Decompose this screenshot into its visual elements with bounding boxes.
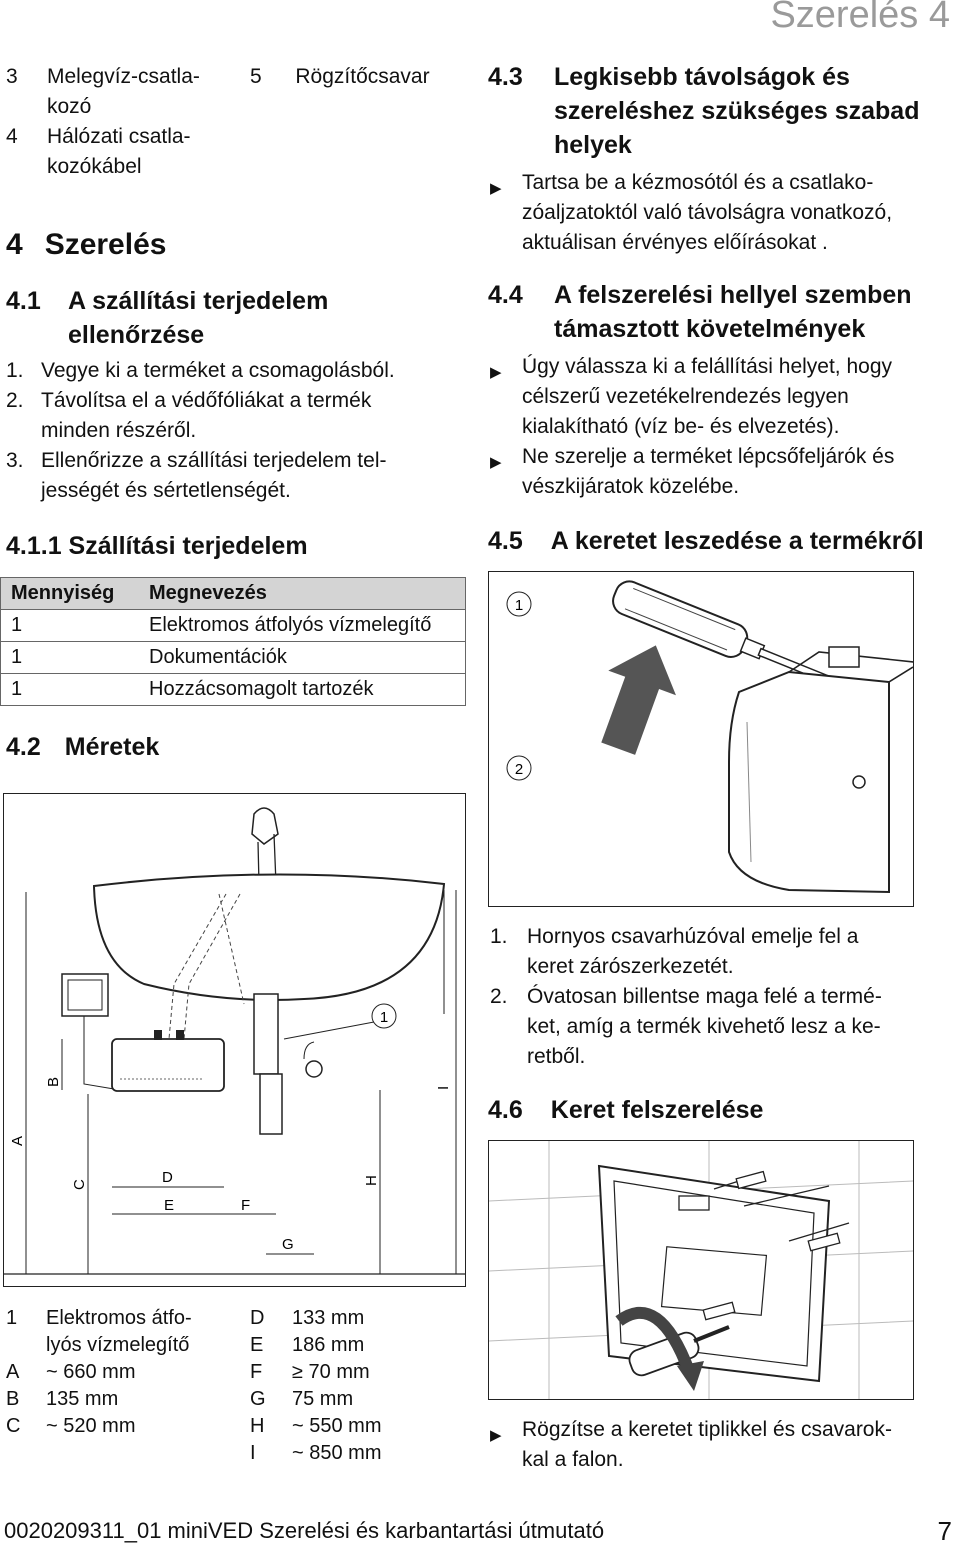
dim-label-A: A — [9, 1136, 26, 1146]
dimensions-figure: 1 A B C H I D E F G — [3, 793, 466, 1287]
page-number: 7 — [937, 1516, 952, 1546]
bullet-arrow-icon: ▶ — [490, 180, 502, 197]
bullet-arrow-icon: ▶ — [490, 364, 502, 381]
column-header: Mennyiség — [0, 577, 139, 610]
legend-item: 5 Rögzítőcsavar — [250, 62, 430, 92]
frame-removal-figure: 1 2 — [488, 571, 915, 907]
step-item: 2. Óvatosan billentse maga felé a termé-… — [490, 985, 882, 1068]
bullet-item: ▶ Tartsa be a kézmosótól és a csatlako- … — [490, 171, 893, 254]
table-row: 1 Hozzácsomagolt tartozék — [0, 673, 466, 706]
legend-number: 5 — [250, 65, 262, 88]
delivery-table: Mennyiség Megnevezés 1 Elektromos átfoly… — [0, 577, 466, 706]
bullet-item: ▶ Rögzítse a keretet tiplikkel és csavar… — [490, 1418, 892, 1471]
bullet-item: ▶ Ne szerelje a terméket lépcsőfeljárók … — [490, 445, 895, 498]
legend-text: kozó — [47, 95, 92, 118]
subsection-heading-4-1: 4.1 A szállítási terjedelem ellenőrzése — [6, 287, 329, 349]
steps-4-1: 1. Vegye ki a terméket a csomagolásból. … — [6, 356, 476, 506]
bullets-4-4: ▶ Úgy válassza ki a felállítási helyet, … — [490, 352, 960, 502]
legend-text: kozókábel — [47, 155, 142, 178]
subsection-heading-4-1-1: 4.1.1 Szállítási terjedelem — [6, 532, 308, 560]
legend-text: Hálózati csatla- — [47, 125, 191, 148]
callout-1: 1 — [515, 597, 523, 614]
legend-text: Rögzítőcsavar — [295, 65, 430, 88]
bullet-arrow-icon: ▶ — [490, 1427, 502, 1444]
legend-number: 3 — [6, 65, 18, 88]
footer-doc-title: 0020209311_01 miniVED Szerelési és karba… — [4, 1518, 605, 1543]
step-item: 1. Hornyos csavarhúzóval emelje fel a ke… — [490, 925, 859, 978]
table-row: 1 Dokumentációk — [0, 641, 466, 674]
dim-label-F: F — [241, 1197, 250, 1214]
step-item: 1. Vegye ki a terméket a csomagolásból. — [6, 359, 395, 382]
page-header-section: Szerelés 4 — [770, 0, 950, 36]
dim-label-C: C — [71, 1179, 88, 1190]
legend-number: 4 — [6, 125, 18, 148]
legend-top-left: 3 Melegvíz-csatla- kozó 4 Hálózati csatl… — [6, 62, 236, 182]
bullet-item: ▶ Úgy válassza ki a felállítási helyet, … — [490, 355, 893, 438]
bullets-4-3: ▶ Tartsa be a kézmosótól és a csatlako- … — [490, 168, 960, 258]
step-item: 3. Ellenőrizze a szállítási terjedelem t… — [6, 449, 387, 502]
legend-item: 3 Melegvíz-csatla- kozó — [6, 62, 236, 122]
steps-4-5: 1. Hornyos csavarhúzóval emelje fel a ke… — [490, 922, 950, 1072]
frame-mounting-figure — [488, 1140, 914, 1400]
legend-item: 4 Hálózati csatla- kozókábel — [6, 122, 236, 182]
callout-2: 2 — [515, 761, 523, 778]
subsection-heading-4-4: 4.4 A felszerelési hellyel szemben támas… — [488, 281, 912, 343]
dim-label-E: E — [164, 1197, 174, 1214]
dim-label-B: B — [45, 1077, 62, 1087]
dim-label-D: D — [162, 1169, 173, 1186]
dim-label-G: G — [282, 1236, 294, 1253]
table-header-row: Mennyiség Megnevezés — [0, 577, 466, 610]
bullet-arrow-icon: ▶ — [490, 454, 502, 471]
table-row: 1 Elektromos átfolyós vízmelegítő — [0, 609, 466, 642]
subsection-heading-4-3: 4.3 Legkisebb távolságok és szereléshez … — [488, 63, 920, 159]
legend-text: Melegvíz-csatla- — [47, 65, 200, 88]
screwdriver-frame-drawing: 1 2 — [506, 580, 915, 894]
callout-1: 1 — [380, 1009, 388, 1026]
column-header: Megnevezés — [139, 577, 466, 610]
bullets-4-6: ▶ Rögzítse a keretet tiplikkel és csavar… — [490, 1415, 950, 1475]
frame-wall-mounting-drawing — [488, 1141, 914, 1399]
dim-label-I: I — [435, 1086, 452, 1090]
step-item: 2. Távolítsa el a védőfóliákat a termék … — [6, 389, 372, 442]
washbasin-heater-drawing: 1 A B C H I D E F G — [4, 807, 465, 1275]
dim-label-H: H — [363, 1175, 380, 1186]
